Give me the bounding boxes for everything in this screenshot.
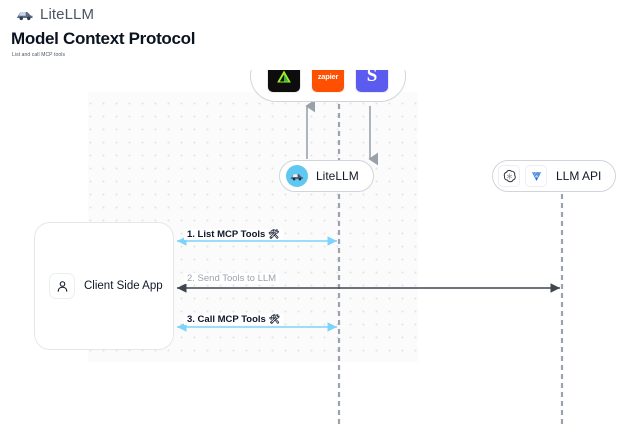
edge-label-1-text: 1. List MCP Tools [187,229,266,240]
brand-name: LiteLLM [40,6,95,23]
edge-label-2-text: 2. Send Tools to LLM [187,273,277,284]
edge-label-send-tools-to-llm: 2. Send Tools to LLM [184,273,280,284]
linear-triangle-icon [277,70,291,82]
anthropic-glyph [531,171,541,181]
canvas-mask-right [418,92,640,436]
anthropic-icon [525,165,547,187]
person-icon [49,273,75,299]
edge-label-list-mcp-tools: 1. List MCP Tools 🛠 [184,229,283,240]
litellm-logo-icon [16,11,33,20]
node-client-app[interactable]: Client Side App [34,222,174,350]
canvas-mask-bottom [0,362,418,436]
node-llm-api[interactable]: LLM API [492,160,617,192]
node-llm-api-label: LLM API [556,169,602,183]
node-litellm-label: LiteLLM [316,169,359,183]
litellm-avatar-glyph [290,173,303,180]
tools-icon: 🛠 [268,314,281,324]
node-client-app-label: Client Side App [84,280,163,292]
person-glyph [57,280,67,292]
tools-icon: 🛠 [268,229,280,239]
openai-icon [498,165,520,187]
app-header: LiteLLM Model Context Protocol List and … [0,0,640,70]
edge-label-3-text: 3. Call MCP Tools [187,314,266,325]
page-subtitle: List and call MCP tools [12,52,66,58]
openai-glyph [503,169,516,182]
edge-label-call-mcp-tools: 3. Call MCP Tools 🛠 [184,314,284,325]
litellm-avatar-icon [286,165,308,187]
node-litellm[interactable]: LiteLLM [279,160,374,192]
page-title: Model Context Protocol [11,29,196,48]
brand[interactable]: LiteLLM [16,7,94,22]
